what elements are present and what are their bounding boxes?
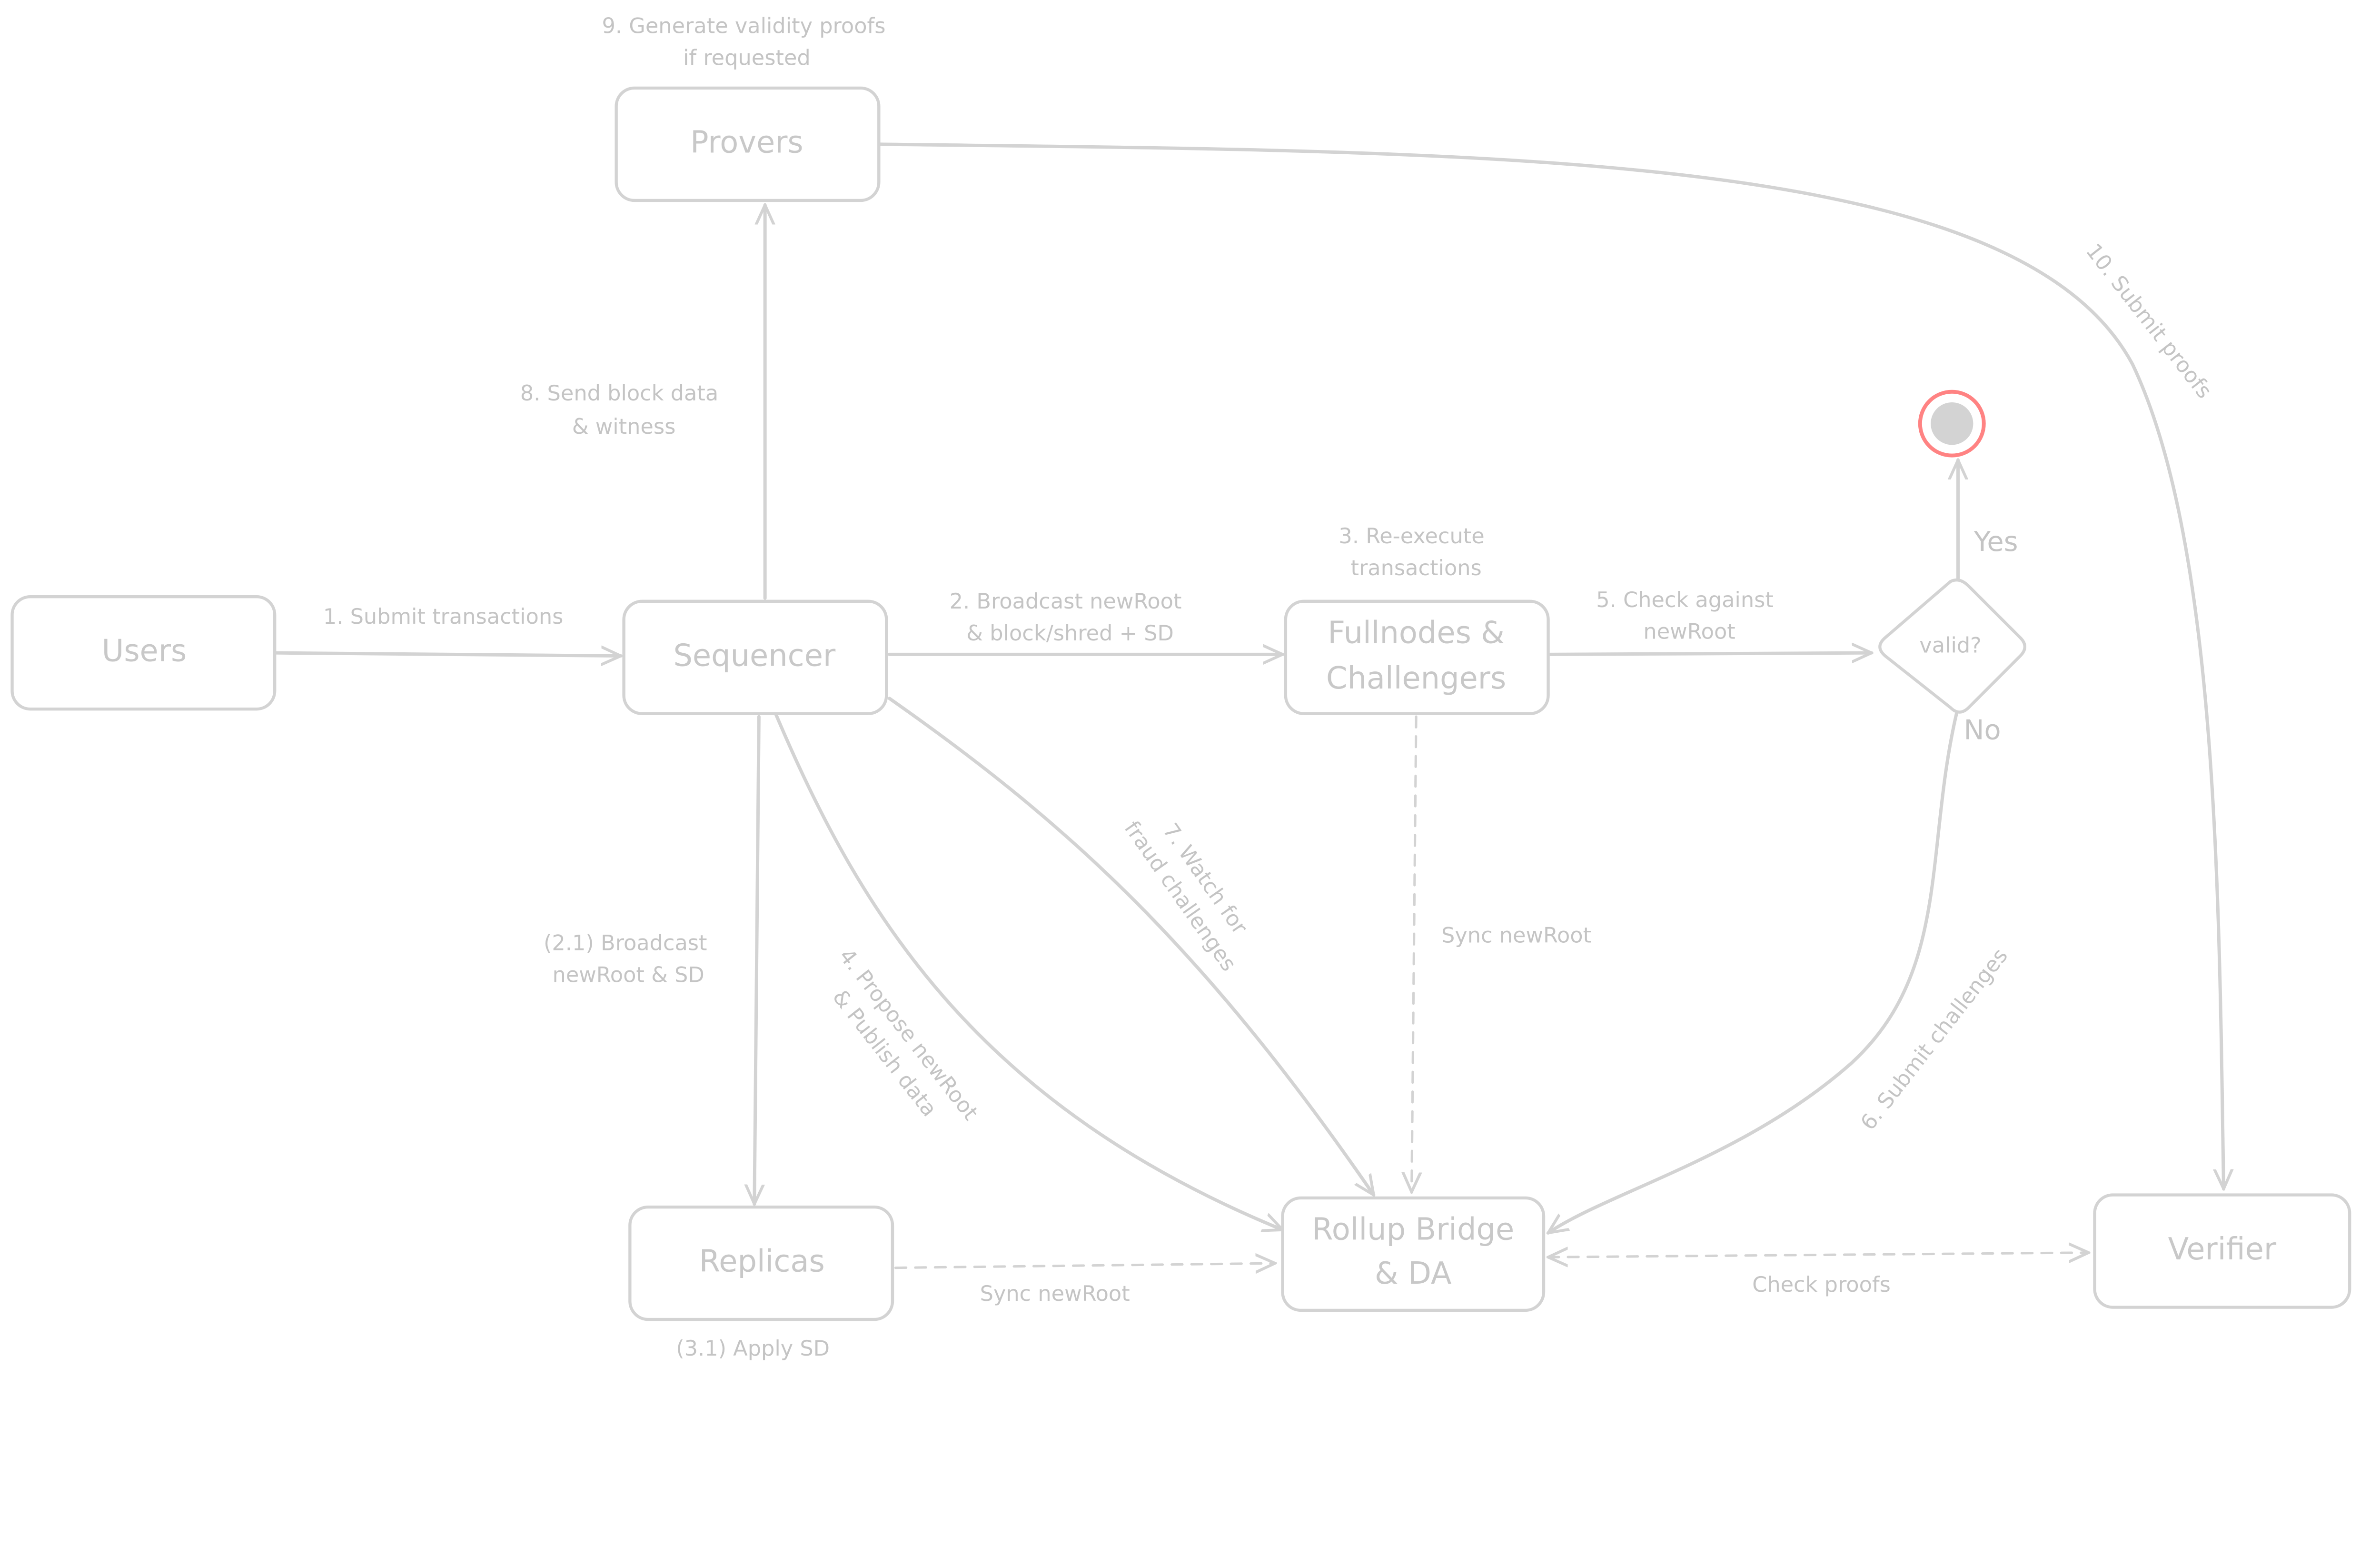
- decision-label: valid?: [1919, 633, 1982, 658]
- label-yes: Yes: [1973, 526, 2018, 558]
- node-label: Rollup Bridge: [1312, 1212, 1514, 1248]
- label-reexecute-2: transactions: [1350, 556, 1481, 580]
- node-label: Users: [102, 634, 187, 669]
- node-provers: Provers: [615, 86, 881, 202]
- edge-sequencer-bridge-watch: [888, 697, 1374, 1195]
- label-apply-sd: (3.1) Apply SD: [676, 1336, 830, 1361]
- node-sequencer: Sequencer: [622, 599, 888, 715]
- label-propose: 4. Propose newRoot & Publish data: [828, 944, 983, 1125]
- edge-sequencer-bridge-propose: [774, 712, 1282, 1230]
- node-verifier: Verifier: [2093, 1193, 2351, 1309]
- edge-replicas-bridge: [894, 1263, 1275, 1268]
- node-label: Replicas: [699, 1244, 825, 1279]
- edge-provers-verifier: [878, 142, 2223, 1189]
- node-fullnodes-challengers: Fullnodes & Challengers: [1284, 599, 1550, 715]
- node-label: Fullnodes &: [1328, 615, 1504, 650]
- label-submit-transactions: 1. Submit transactions: [323, 604, 564, 629]
- label-replica-broadcast-2: newRoot & SD: [553, 962, 704, 987]
- label-sync-fullnodes: Sync newRoot: [1441, 923, 1591, 948]
- node-rollup-bridge-da: Rollup Bridge & DA: [1281, 1196, 1546, 1312]
- node-label: & DA: [1375, 1256, 1452, 1291]
- edge-fullnodes-bridge: [1412, 715, 1417, 1192]
- label-watch: 7. Watch for fraud challenges: [1120, 817, 1253, 976]
- label-send-block-1: 8. Send block data: [520, 381, 718, 406]
- node-label: Sequencer: [673, 638, 836, 673]
- edge-decision-bridge: [1548, 712, 1958, 1233]
- node-label: Provers: [690, 125, 803, 160]
- label-check-against-2: newRoot: [1643, 619, 1735, 644]
- label-submit-challenges: 6. Submit challenges: [1855, 944, 2013, 1135]
- label-check-proofs: Check proofs: [1752, 1272, 1891, 1297]
- edge-sequencer-replicas: [754, 715, 759, 1204]
- node-replicas: Replicas: [628, 1205, 894, 1321]
- label-broadcast-1: 2. Broadcast newRoot: [950, 589, 1182, 614]
- label-check-against-1: 5. Check against: [1596, 588, 1774, 612]
- node-label: Challengers: [1326, 661, 1506, 696]
- label-broadcast-2: & block/shred + SD: [966, 621, 1174, 646]
- node-users: Users: [10, 595, 277, 711]
- label-send-block-2: & witness: [572, 414, 676, 439]
- end-state: [1918, 389, 1986, 458]
- edge-bridge-verifier: [1548, 1253, 2089, 1258]
- edge-fullnodes-decision: [1548, 653, 1872, 654]
- label-replica-broadcast-1: (2.1) Broadcast: [544, 930, 707, 955]
- label-no: No: [1964, 714, 2001, 746]
- label-reexecute-1: 3. Re-execute: [1339, 524, 1484, 549]
- rollup-flow-diagram: Users Sequencer Provers Fullnodes & Chal…: [10, 13, 2351, 1361]
- node-label: Verifier: [2168, 1232, 2277, 1267]
- label-sync-replicas: Sync newRoot: [980, 1281, 1130, 1306]
- label-generate-proofs-2: if requested: [683, 45, 811, 70]
- edge-users-sequencer: [273, 653, 621, 656]
- decision-valid: valid?: [1878, 578, 2026, 714]
- label-generate-proofs-1: 9. Generate validity proofs: [602, 13, 886, 38]
